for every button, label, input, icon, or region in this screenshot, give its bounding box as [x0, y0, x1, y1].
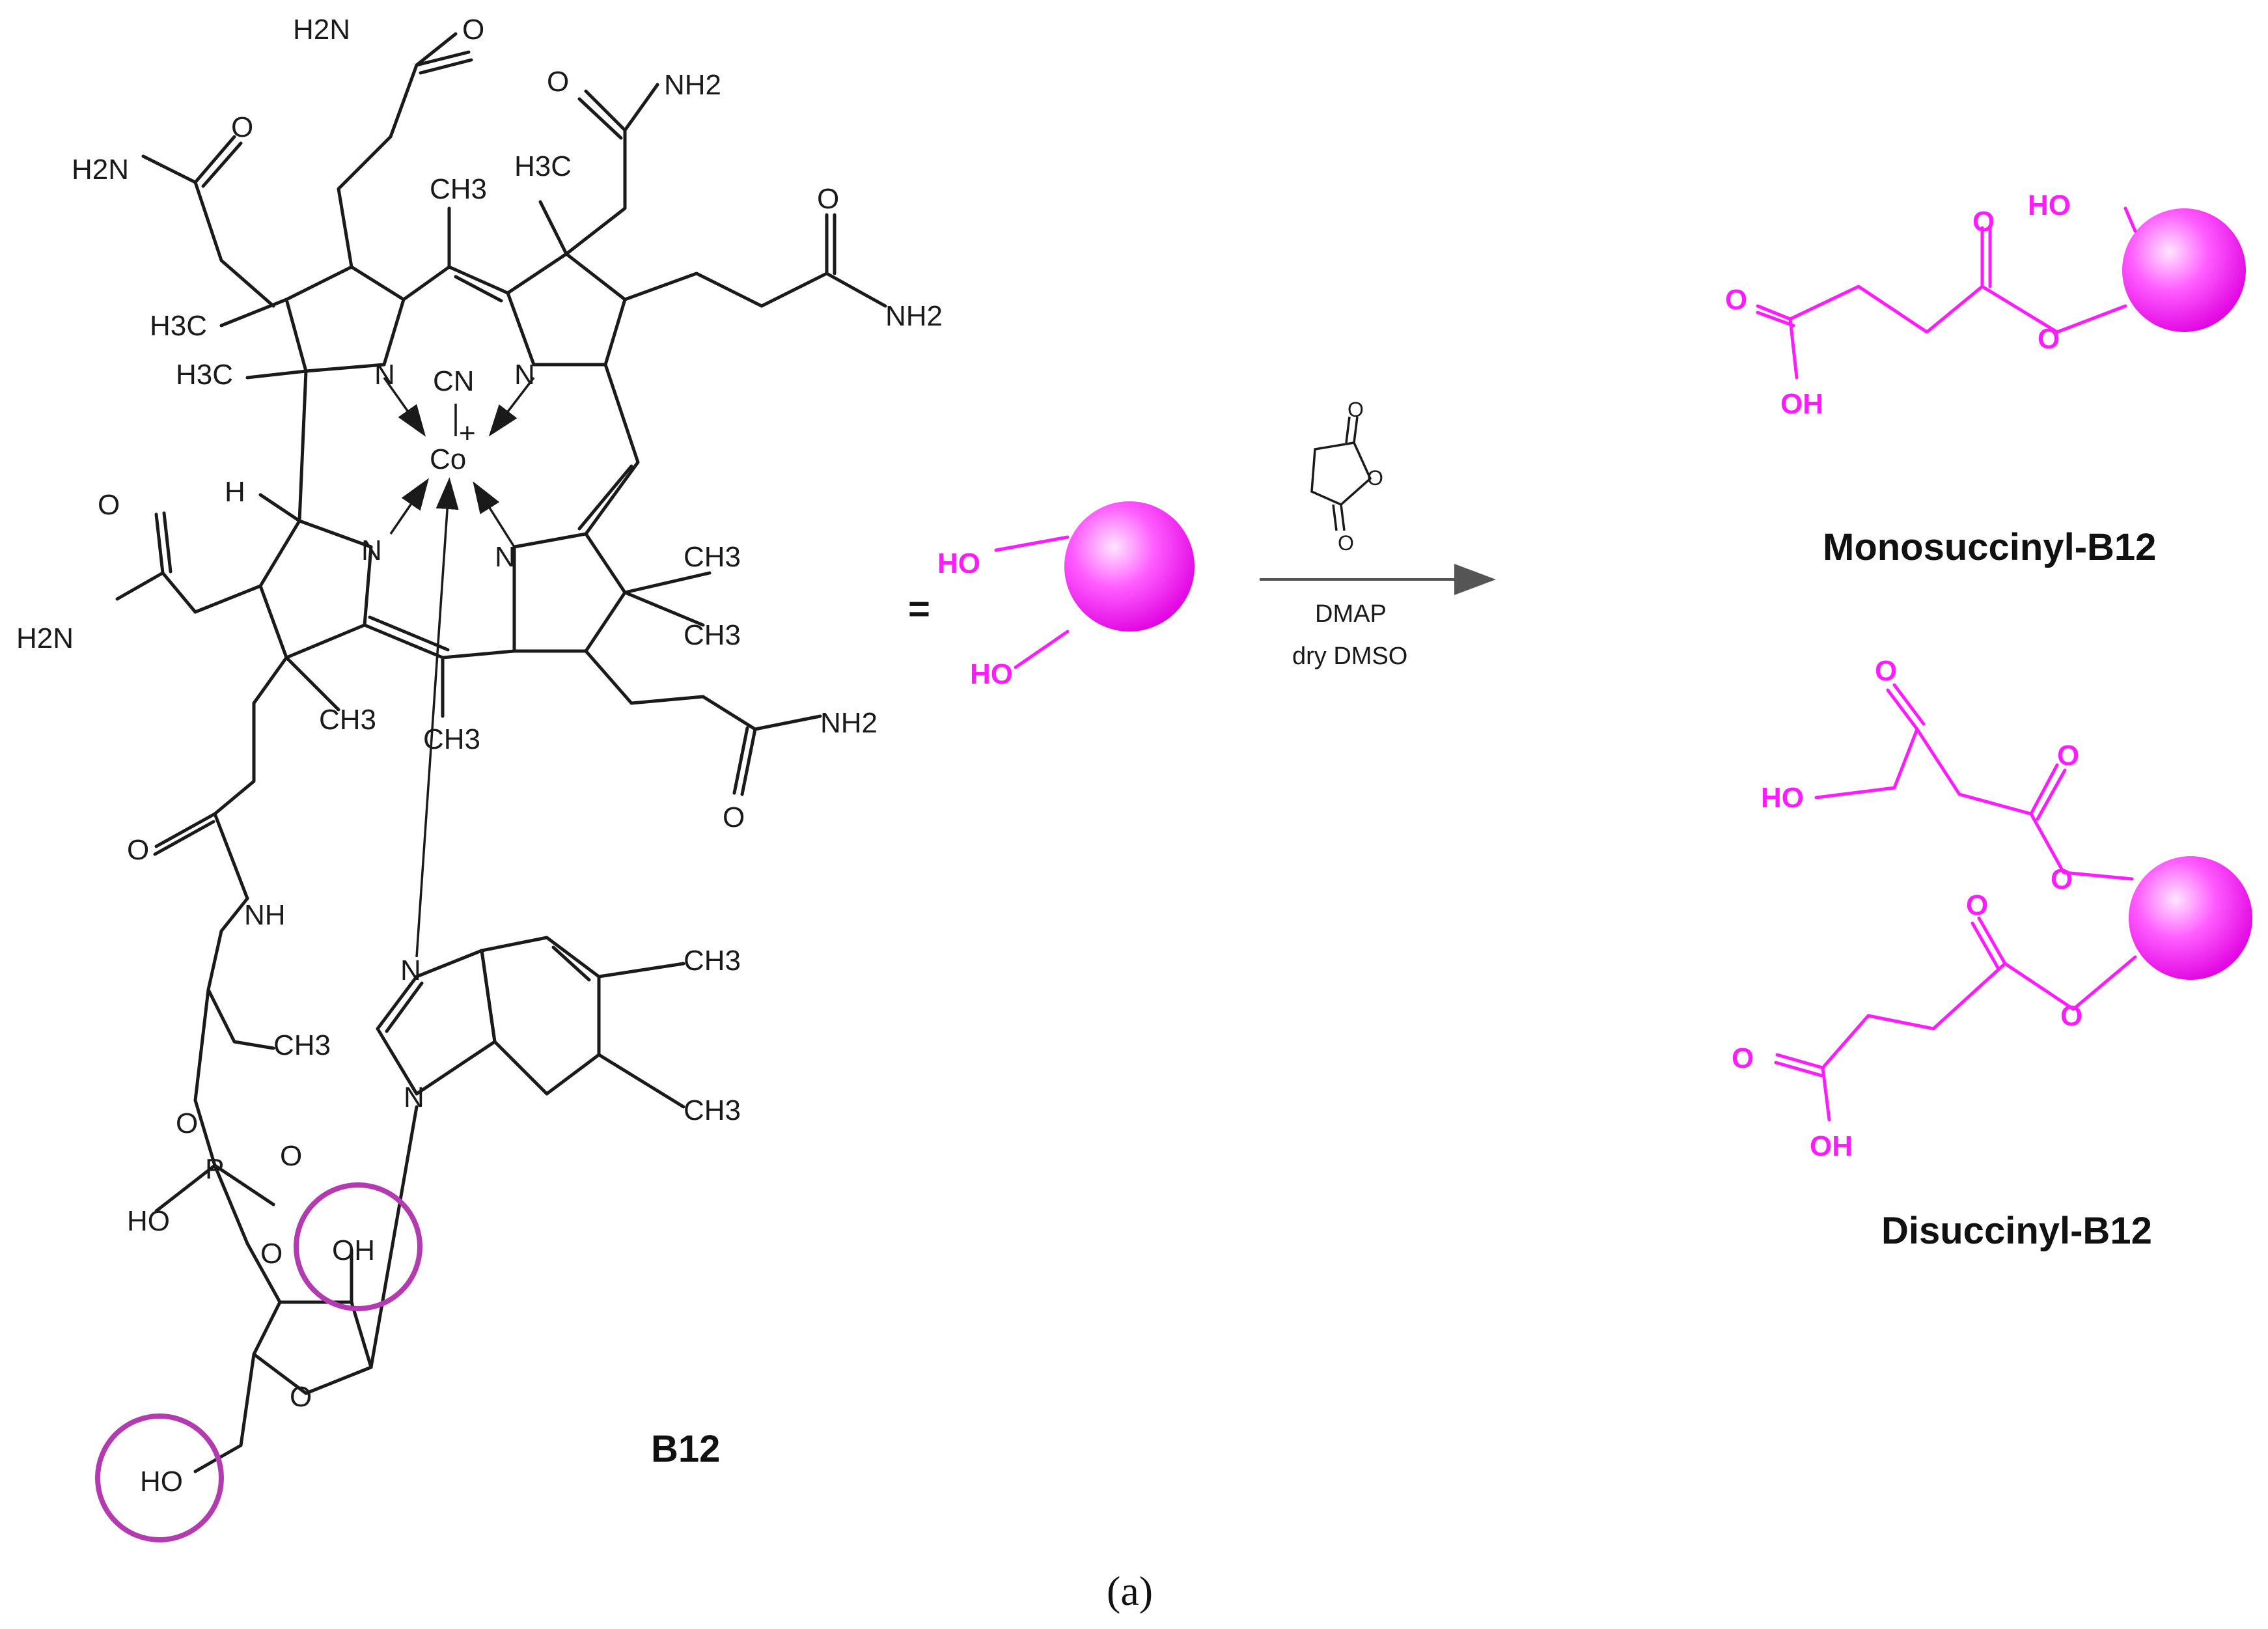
label-monosuccinyl: Monosuccinyl-B12	[1823, 526, 2156, 568]
atom-o-amide: O	[127, 834, 149, 866]
mono-ho: HO	[2028, 189, 2071, 221]
di-o-acid-2: O	[1732, 1042, 1754, 1074]
di-o-ester-2: O	[2060, 1000, 2082, 1032]
atom-nh2-topright: NH2	[664, 69, 721, 101]
label-disuccinyl: Disuccinyl-B12	[1881, 1210, 2152, 1252]
atom-n-ringb: N	[514, 359, 535, 391]
atom-h3c-ringa-1: H3C	[150, 310, 207, 342]
atom-ch3-mid: CH3	[423, 723, 480, 755]
atom-o-phosphate: O	[280, 1140, 302, 1172]
disuccinyl-product: O O O HO O O O OH Disuccinyl-B12	[1732, 655, 2252, 1252]
highlight-circle-secondary-oh	[294, 1182, 422, 1311]
atom-n-ringa: N	[374, 359, 395, 391]
atom-h: H	[225, 476, 245, 508]
atom-o-top: O	[462, 14, 484, 46]
atom-ch3-ringc-2: CH3	[684, 619, 741, 651]
atom-h3c-ringa-2: H3C	[176, 359, 233, 391]
atom-nh2-ringc: NH2	[820, 707, 878, 739]
atom-cn: CN	[433, 365, 475, 397]
atom-n-benz-2: N	[404, 1081, 424, 1113]
atom-o-ring-ribose: O	[290, 1381, 312, 1413]
atom-h3c-ringb: H3C	[514, 150, 572, 182]
atom-h2n-left: H2N	[72, 154, 129, 186]
figure-caption: (a)	[1107, 1568, 1153, 1614]
highlight-circle-primary-oh	[95, 1413, 224, 1542]
atom-ch3-ringd: CH3	[319, 704, 376, 736]
atom-n-ringd: N	[361, 535, 382, 566]
atom-ch3-benz-2: CH3	[684, 1094, 741, 1126]
di-o-carbonyl-2: O	[1966, 889, 1988, 921]
atom-co-charge: +	[459, 417, 476, 449]
di-ho-acid-1: HO	[1761, 782, 1804, 814]
condition-solvent: dry DMSO	[1292, 643, 1407, 670]
succinic-anhydride-icon: O O O	[1310, 398, 1383, 555]
mono-sphere	[2122, 208, 2246, 332]
atom-h2n-top: H2N	[293, 14, 350, 46]
atom-n-benz-1: N	[400, 954, 421, 986]
atom-o-ringd: O	[98, 489, 120, 521]
mono-o-carbonyl: O	[1972, 206, 1995, 238]
atom-co: Co	[430, 443, 466, 475]
atom-oh-ribose: OH	[332, 1234, 375, 1266]
atom-ch3-ringc-1: CH3	[684, 541, 741, 573]
di-sphere	[2129, 856, 2252, 980]
b12-sphere	[1064, 501, 1195, 632]
mono-o-acid: O	[1725, 284, 1747, 316]
atom-o-left: O	[231, 111, 253, 143]
atom-o-ringc: O	[723, 801, 745, 833]
atom-o-right: O	[817, 183, 839, 215]
equals-sign: =	[908, 588, 930, 630]
di-o-carbonyl-1: O	[2057, 740, 2079, 772]
atom-p: P	[205, 1153, 224, 1185]
atom-ch3-chain: CH3	[273, 1029, 331, 1061]
atom-o-topright: O	[547, 66, 569, 98]
atom-nh: NH	[244, 899, 286, 931]
atom-nh2-right: NH2	[885, 300, 943, 332]
atom-ch3-benz-1: CH3	[684, 945, 741, 977]
atom-ho-phosphate: HO	[127, 1205, 170, 1237]
anhydride-o-ring: O	[1367, 466, 1383, 490]
anhydride-o-top: O	[1348, 398, 1364, 421]
mono-o-ester: O	[2038, 323, 2060, 355]
mono-oh-acid: OH	[1780, 388, 1823, 420]
sphere-ho-1: HO	[937, 548, 980, 579]
label-b12: B12	[651, 1428, 720, 1470]
atom-o-ester: O	[176, 1107, 198, 1139]
di-oh-acid-2: OH	[1810, 1130, 1853, 1162]
atom-ch3-bridge: CH3	[430, 173, 487, 205]
b12-structure: H2N O H2N O O NH2 CH3 H3C O NH2 H3C H3C …	[16, 14, 943, 1542]
anhydride-o-bottom: O	[1338, 531, 1354, 555]
monosuccinyl-product: HO O O O OH Monosuccinyl-B12	[1725, 189, 2246, 568]
atom-o-ribose: O	[260, 1238, 283, 1270]
di-o-acid-1: O	[1875, 655, 1897, 687]
reaction-arrow-group: O O O DMAP dry DMSO	[1260, 398, 1496, 670]
atom-h2n-ringd: H2N	[16, 622, 74, 654]
b12-sphere-representation: HO HO	[937, 501, 1195, 690]
atom-n-ringc: N	[495, 541, 516, 573]
condition-dmap: DMAP	[1315, 600, 1387, 628]
di-o-ester-1: O	[2051, 863, 2073, 895]
sphere-ho-2: HO	[970, 658, 1013, 690]
atom-ho-ribose: HO	[140, 1466, 183, 1497]
